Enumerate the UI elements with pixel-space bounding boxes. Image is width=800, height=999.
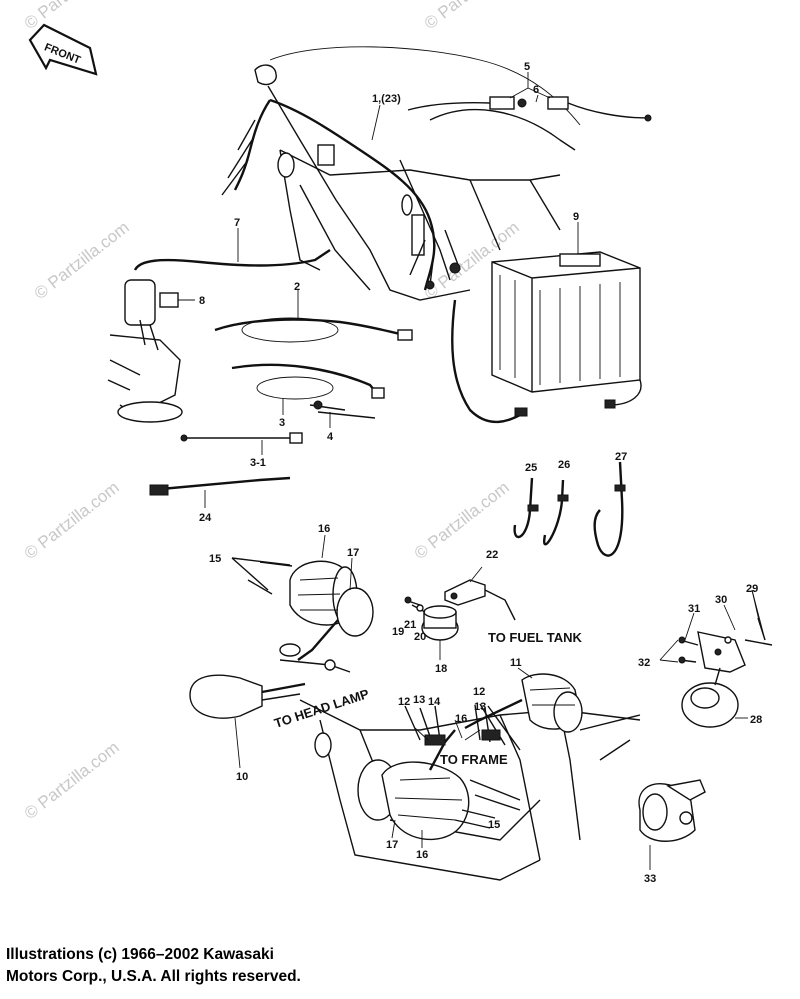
watermark-text: © Partzilla.com — [31, 218, 133, 304]
label-part-17: 17 — [347, 547, 359, 559]
label-part-28: 28 — [750, 714, 762, 726]
ignition-coil-icon — [124, 279, 156, 326]
label-part-18: 18 — [435, 663, 447, 675]
label-part-27: 27 — [615, 451, 627, 463]
label-part-7: 7 — [234, 217, 240, 229]
label-part-5: 5 — [524, 61, 530, 73]
label-part-21: 21 — [404, 619, 416, 631]
label-part-2: 2 — [294, 281, 300, 293]
watermark-text: © Partzilla.com — [21, 738, 123, 824]
connector-set-drawing — [404, 704, 501, 746]
label-part-13: 13 — [413, 694, 425, 706]
label-part-6: 6 — [533, 84, 539, 96]
connector-icon — [411, 214, 425, 256]
label-part-13: 13 — [474, 701, 486, 713]
label-part-1: 1,(23) — [372, 93, 401, 105]
part-7-8-drawing — [124, 228, 331, 351]
label-part-30: 30 — [715, 594, 727, 606]
watermarks: © Partzilla.com © Partzilla.com © Partzi… — [21, 0, 523, 823]
part-5-6-cable — [407, 72, 652, 122]
label-part-16: 16 — [416, 849, 428, 861]
label-part-14: 14 — [428, 696, 441, 708]
label-part-25: 25 — [525, 462, 537, 474]
label-part-10: 10 — [236, 771, 248, 783]
label-part-33: 33 — [644, 873, 656, 885]
label-part-8: 8 — [199, 295, 205, 307]
hooks-drawing — [513, 461, 626, 557]
label-part-4: 4 — [327, 431, 334, 443]
horn-drawing — [659, 589, 773, 728]
horn-2-drawing — [638, 779, 706, 870]
label-part-29: 29 — [746, 583, 758, 595]
flasher-relay-drawing — [404, 566, 516, 660]
label-part-32: 32 — [638, 657, 650, 669]
copyright-line-1: Illustrations (c) 1966–2002 Kawasaki — [6, 946, 274, 963]
label-part-12: 12 — [398, 696, 410, 708]
watermark-text: © Partzilla.com — [21, 478, 123, 564]
watermark-text: © Partzilla.com — [21, 0, 123, 33]
watermark-text: © Partzilla.com — [421, 0, 523, 33]
label-part-15: 15 — [209, 553, 221, 565]
part-3-1-24 — [149, 432, 303, 508]
label-part-3: 3 — [279, 417, 285, 429]
label-part-20: 20 — [414, 631, 426, 643]
bracket-drawing — [107, 334, 183, 423]
part-2-3-wires — [214, 290, 413, 428]
part-labels: 1,(23) 2 3 3-1 4 5 6 7 8 9 10 11 12 12 1… — [199, 61, 762, 885]
label-part-24: 24 — [199, 512, 212, 524]
label-part-11: 11 — [510, 657, 522, 669]
connector-icon — [317, 144, 335, 166]
battery-icon — [451, 222, 642, 424]
leader-lines — [371, 104, 481, 741]
callout-to-fuel-tank: TO FUEL TANK — [488, 630, 583, 645]
copyright-notice: Illustrations (c) 1966–2002 Kawasaki Mot… — [6, 944, 506, 988]
label-part-16: 16 — [455, 713, 467, 725]
label-part-9: 9 — [573, 211, 579, 223]
label-part-17: 17 — [386, 839, 398, 851]
label-part-26: 26 — [558, 459, 570, 471]
label-part-3-1: 3-1 — [250, 457, 266, 469]
label-part-31: 31 — [688, 603, 700, 615]
frame-drawing — [254, 46, 581, 301]
label-part-19: 19 — [392, 626, 404, 638]
copyright-line-2: Motors Corp., U.S.A. All rights reserved… — [6, 968, 301, 985]
label-part-12: 12 — [473, 686, 485, 698]
turn-signal-rear-left — [357, 729, 521, 848]
label-part-22: 22 — [486, 549, 498, 561]
turn-signal-front — [189, 534, 374, 769]
wiring-harness-drawing — [221, 98, 461, 291]
label-part-16: 16 — [318, 523, 330, 535]
front-arrow-icon: FRONT — [28, 23, 98, 76]
turn-signal-rear-right — [464, 667, 583, 751]
callout-to-frame: TO FRAME — [440, 752, 508, 767]
frame-lower — [299, 699, 641, 881]
label-part-15: 15 — [488, 819, 500, 831]
